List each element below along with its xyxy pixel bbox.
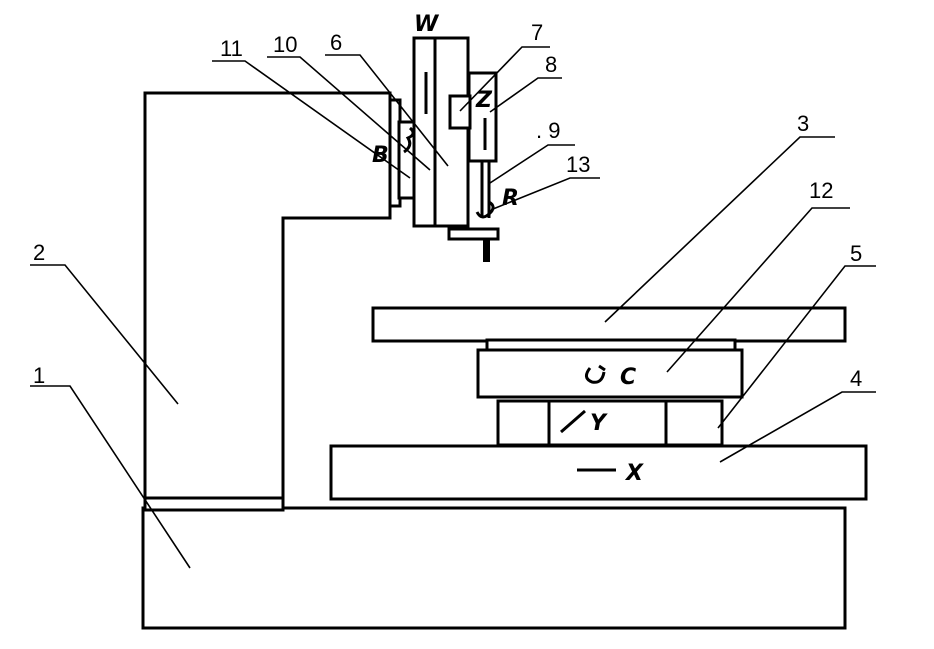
y-direction-arrow-icon: [560, 409, 586, 434]
leader-9: [489, 144, 575, 184]
work-table: [371, 306, 847, 343]
tool-holder-plate: [447, 227, 500, 241]
callout-7: 7: [531, 20, 543, 45]
axis-label-c: C: [620, 365, 636, 390]
leader-8: [489, 77, 562, 113]
callout-2: 2: [33, 240, 45, 265]
leader-lines: [30, 46, 876, 569]
axis-label-w: W: [414, 12, 440, 37]
callout-10: 10: [273, 32, 297, 57]
axis-label-y: Y: [590, 411, 608, 436]
callout-labels: 1 2 3 4 5 6 7 8 . 9 10 11 12 13: [33, 20, 862, 391]
leader-2: [30, 264, 179, 405]
b-rotation-arrow-icon: [403, 126, 415, 154]
leader-3: [604, 136, 835, 323]
machine-base: [141, 506, 847, 630]
leader-5: [717, 265, 876, 429]
callout-6: 6: [330, 30, 342, 55]
callout-4: 4: [850, 366, 862, 391]
axis-label-r: R: [502, 186, 519, 211]
w-axis-slide: [412, 36, 470, 228]
axis-labels: W Z B R C Y X: [372, 12, 644, 486]
leader-10: [267, 56, 431, 171]
callout-12: 12: [809, 178, 833, 203]
callout-11: 11: [220, 36, 243, 61]
z-drive-box: [448, 94, 472, 130]
callout-13: 13: [566, 152, 590, 177]
leader-7: [459, 46, 550, 112]
callout-8: 8: [545, 52, 557, 77]
leader-4: [719, 391, 876, 463]
leader-6: [325, 54, 449, 167]
c-rotation-arrow-icon: [585, 364, 606, 384]
leader-11: [212, 60, 411, 179]
x-axis-slide: [329, 444, 868, 501]
cutting-tool: [483, 239, 490, 262]
c-axis-rotary-table: [476, 348, 744, 399]
leader-13: [492, 177, 600, 210]
leader-12: [666, 207, 850, 373]
axis-label-z: Z: [475, 88, 493, 113]
callout-5: 5: [850, 241, 862, 266]
axis-label-x: X: [624, 461, 644, 486]
leader-1: [30, 385, 191, 569]
r-rotation-arrow-icon: [475, 200, 495, 219]
axis-label-b: B: [372, 143, 389, 168]
z-axis-slide: [467, 71, 498, 163]
callout-9: . 9: [536, 118, 560, 143]
y-axis-saddle: [496, 399, 724, 447]
callout-3: 3: [797, 111, 809, 136]
callout-1: 1: [33, 363, 45, 388]
